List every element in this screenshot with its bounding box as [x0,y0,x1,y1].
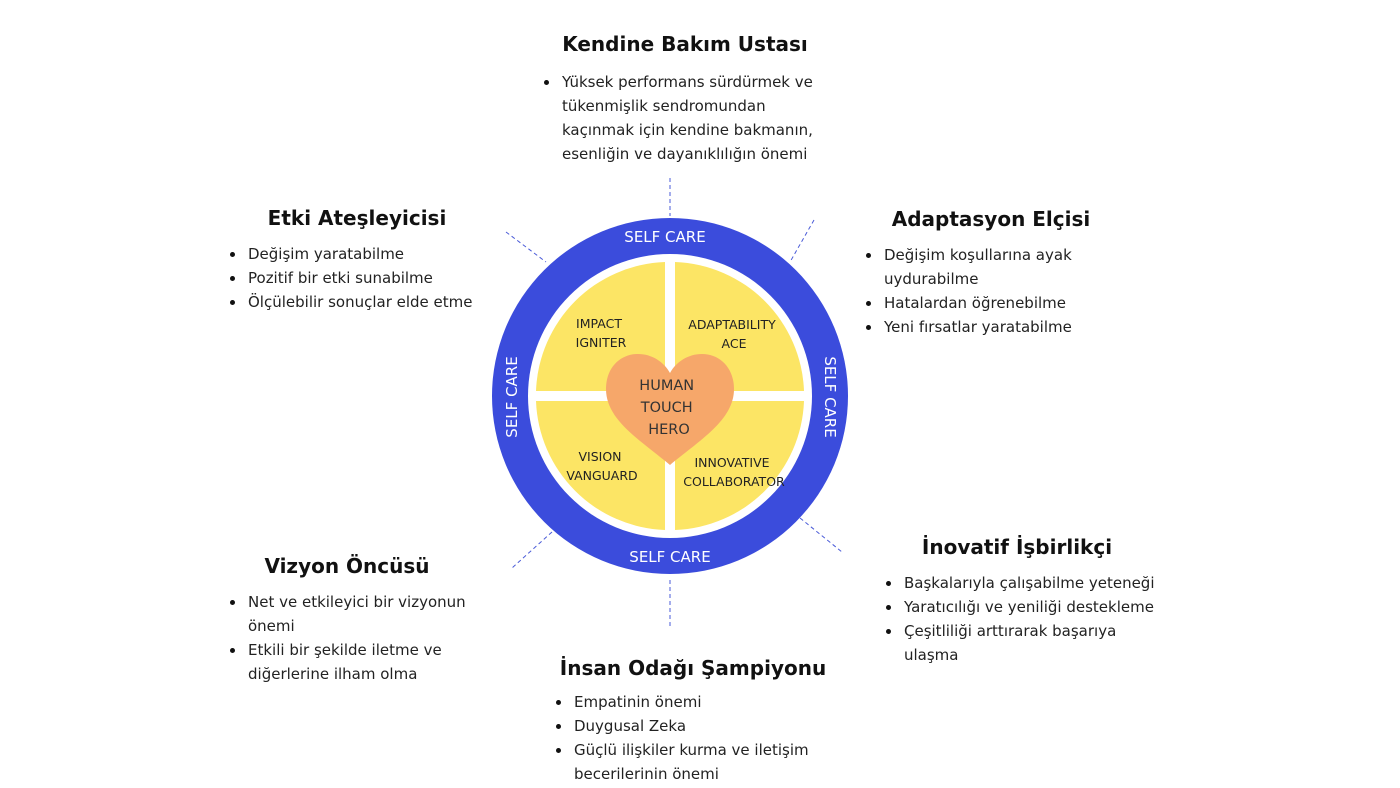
bullet-item: Ölçülebilir sonuçlar elde etme [226,290,496,314]
bullet-item: Başkalarıyla çalışabilme yeteneği [882,571,1172,595]
bullet-list: Değişim yaratabilme Pozitif bir etki sun… [226,242,496,314]
bullet-item: Güçlü ilişkiler kurma ve iletişim beceri… [552,738,842,786]
connector-line [505,231,547,263]
bullet-item: Etkili bir şekilde iletme ve diğerlerine… [226,638,516,686]
block-innovative-collaborator: İnovatif İşbirlikçi Başkalarıyla çalışab… [882,535,1172,667]
block-title: Etki Ateşleyicisi [267,206,447,230]
connector-line [799,517,843,553]
center-label-human-touch-hero: HUMAN TOUCH HERO [639,378,698,438]
ring-label-bottom: SELF CARE [629,548,710,566]
bullet-item: Hatalardan öğrenebilme [862,291,1112,315]
block-title: Adaptasyon Elçisi [891,207,1091,231]
block-title: Vizyon Öncüsü [264,554,430,578]
bullet-list: Değişim koşullarına ayak uydurabilme Hat… [862,243,1112,339]
bullet-item: Empatinin önemi [552,690,842,714]
bullet-list: Yüksek performans sürdürmek ve tükenmişl… [540,70,830,166]
block-title: Kendine Bakım Ustası [562,32,808,56]
bullet-list: Net ve etkileyici bir vizyonun önemi Etk… [226,590,516,686]
bullet-item: Net ve etkileyici bir vizyonun önemi [226,590,516,638]
quadrant-label-impact-igniter: IMPACT IGNITER [576,316,627,350]
bullet-item: Yaratıcılığı ve yeniliği destekleme [882,595,1172,619]
bullet-item: Çeşitliliği arttırarak başarıya ulaşma [882,619,1172,667]
connector-line [511,531,553,569]
bullet-list: Başkalarıyla çalışabilme yeteneği Yaratı… [882,571,1172,667]
heart-icon [606,354,734,465]
quadrant-label-innovative-collaborator: INNOVATIVE COLLABORATOR [683,455,785,489]
bullet-item: Duygusal Zeka [552,714,842,738]
quadrant-label-vision-vanguard: VISION VANGUARD [566,449,637,483]
block-self-care-master: Kendine Bakım Ustası Yüksek performans s… [540,32,830,166]
connector-lines [505,178,843,628]
bullet-item: Yeni fırsatlar yaratabilme [862,315,1112,339]
ring-label-right: SELF CARE [821,356,839,437]
ring-label-top: SELF CARE [624,228,705,246]
ring-label-left: SELF CARE [503,356,521,437]
bullet-item: Pozitif bir etki sunabilme [226,266,496,290]
block-title: İnsan Odağı Şampiyonu [559,656,827,680]
block-human-focus-champion: İnsan Odağı Şampiyonu Empatinin önemi Du… [552,656,842,786]
bullet-item: Değişim yaratabilme [226,242,496,266]
block-impact-igniter: Etki Ateşleyicisi Değişim yaratabilme Po… [226,206,496,314]
quadrant-label-adaptability-ace: ADAPTABILITY ACE [688,317,779,351]
bullet-item: Yüksek performans sürdürmek ve tükenmişl… [540,70,830,166]
bullet-item: Değişim koşullarına ayak uydurabilme [862,243,1112,291]
connector-line [789,219,815,263]
block-title: İnovatif İşbirlikçi [921,535,1113,559]
block-adaptability-ace: Adaptasyon Elçisi Değişim koşullarına ay… [862,207,1112,339]
bullet-list: Empatinin önemi Duygusal Zeka Güçlü iliş… [552,690,842,786]
block-vision-vanguard: Vizyon Öncüsü Net ve etkileyici bir vizy… [226,554,516,686]
